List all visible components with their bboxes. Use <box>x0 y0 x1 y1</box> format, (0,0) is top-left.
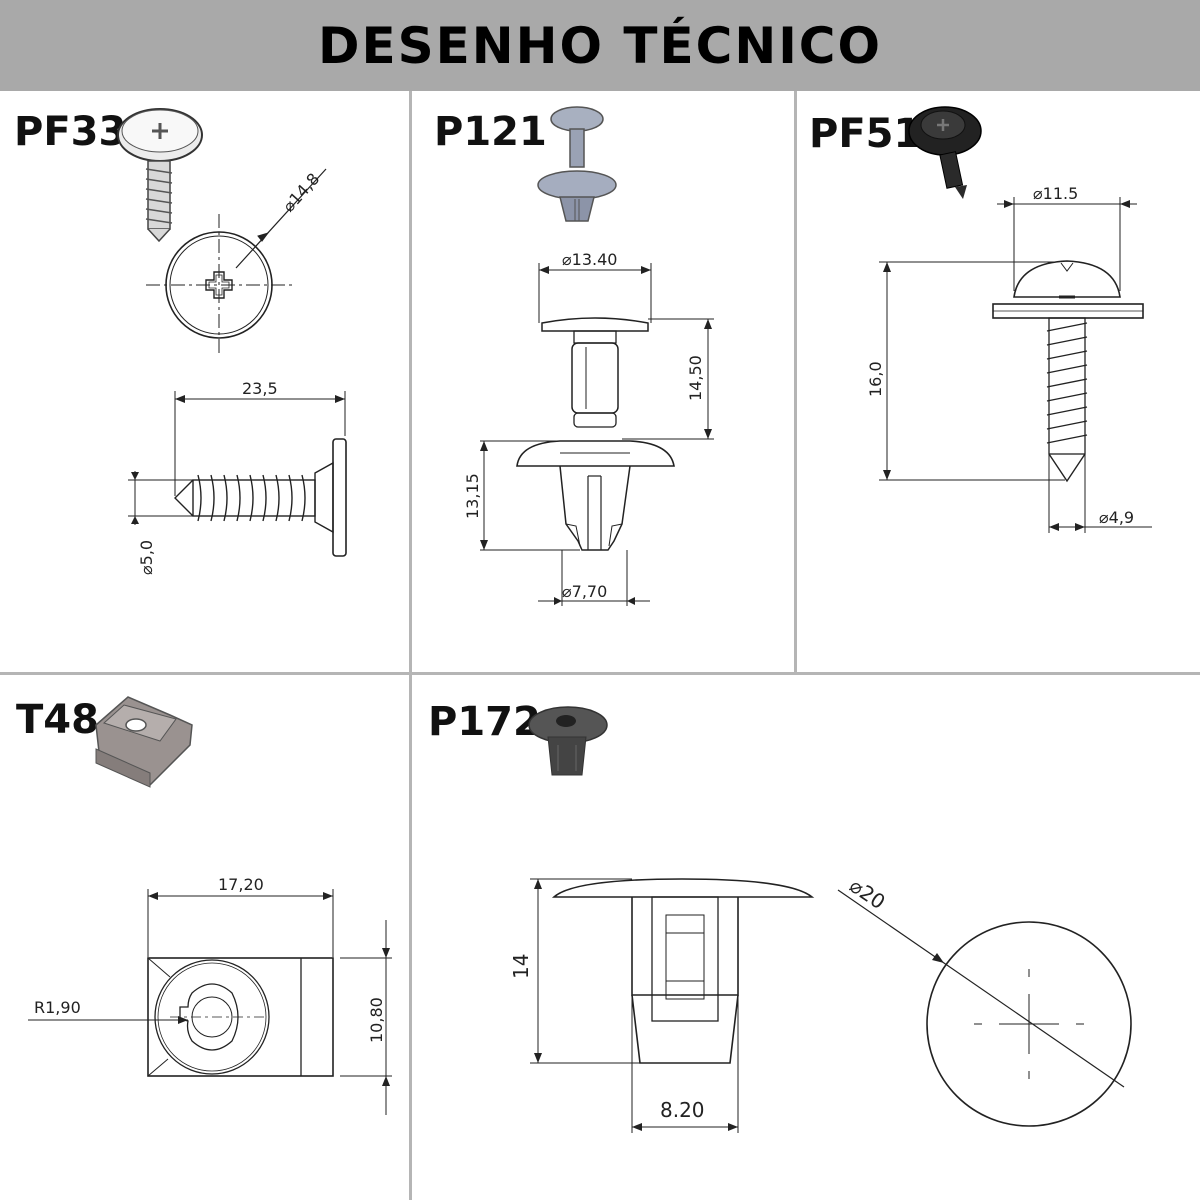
divider-vertical-2 <box>794 91 797 673</box>
p121-head-diameter-label: ⌀13.40 <box>562 250 617 269</box>
p121-base-diameter-label: ⌀7,70 <box>562 582 607 601</box>
pf33-shank-label: ⌀5,0 <box>137 540 156 575</box>
divider-vertical-3 <box>409 675 412 1200</box>
pf51-drawing: ⌀11.5 16,0 ⌀4,9 <box>866 106 1152 533</box>
p172-base-width-label: 8.20 <box>660 1098 705 1122</box>
panel-t48: T48 1 <box>0 675 409 1200</box>
pf33-drawing: ⌀14,8 23,5 ⌀5,0 <box>117 108 347 575</box>
divider-vertical-1 <box>409 91 412 673</box>
pf51-head-diameter-label: ⌀11.5 <box>1033 184 1078 203</box>
t48-height-label: 10,80 <box>367 997 386 1043</box>
p172-head-diameter-label: ⌀20 <box>845 873 890 914</box>
pf51-photo-icon <box>908 106 982 199</box>
part-code: PF51 <box>809 111 922 157</box>
pf33-diameter-label: ⌀14,8 <box>279 169 323 215</box>
pf33-side-view <box>128 391 347 557</box>
p121-photo-icon <box>537 106 617 222</box>
p121-drawing: ⌀13.40 14,50 13,15 ⌀7,70 <box>463 106 714 606</box>
p172-drawing: 14 8.20 ⌀20 <box>509 706 1132 1133</box>
panel-pf51: PF51 <box>797 91 1200 672</box>
t48-photo-icon <box>95 696 193 788</box>
p172-top-view <box>837 889 1132 1127</box>
p172-height-label: 14 <box>509 954 533 979</box>
t48-front-view <box>28 889 392 1115</box>
p121-side-view <box>480 263 714 606</box>
panel-p172: P172 <box>412 675 1200 1200</box>
p121-upper-height-label: 14,50 <box>686 355 705 401</box>
p121-lower-height-label: 13,15 <box>463 473 482 519</box>
page-title: DESENHO TÉCNICO <box>317 16 883 75</box>
panel-pf33: PF33 ⌀14,8 <box>0 91 409 672</box>
part-code: P172 <box>428 699 541 745</box>
part-code: T48 <box>16 697 99 743</box>
part-code: P121 <box>434 109 547 155</box>
t48-width-label: 17,20 <box>218 875 264 894</box>
pf51-length-label: 16,0 <box>866 361 885 397</box>
pf33-top-view <box>146 168 327 357</box>
p172-side-view <box>530 878 815 1133</box>
pf33-photo-icon <box>117 108 203 243</box>
pf51-side-view <box>879 197 1152 533</box>
t48-radius-label: R1,90 <box>34 998 81 1017</box>
pf33-length-label: 23,5 <box>242 379 278 398</box>
part-code: PF33 <box>14 109 127 155</box>
title-banner: DESENHO TÉCNICO <box>0 0 1200 91</box>
t48-drawing: 17,20 R1,90 10,80 <box>28 696 392 1115</box>
panel-p121: P121 <box>412 91 794 672</box>
pf51-thread-diameter-label: ⌀4,9 <box>1099 508 1134 527</box>
p172-photo-icon <box>528 706 608 776</box>
divider-horizontal <box>0 672 1200 675</box>
